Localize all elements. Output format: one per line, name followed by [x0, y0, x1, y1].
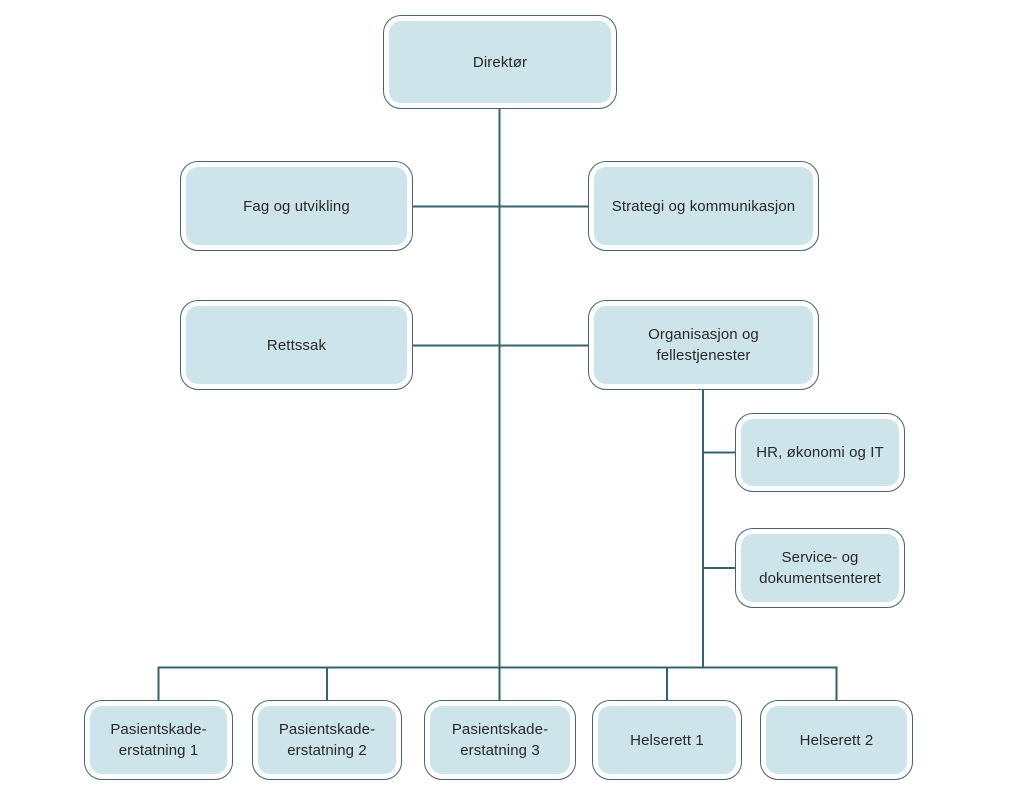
org-node-hr-okonomi-og-it: HR, økonomi og IT	[735, 413, 905, 492]
org-node-pasientskadeerstatning-1-box: Pasientskade-erstatning 1	[90, 706, 227, 774]
org-node-helserett-1: Helserett 1	[592, 700, 742, 780]
org-node-hr-okonomi-og-it-box: HR, økonomi og IT	[741, 419, 899, 486]
org-node-fag-og-utvikling: Fag og utvikling	[180, 161, 413, 251]
org-node-strategi-og-kommunikasjon-box: Strategi og kommunikasjon	[594, 167, 813, 245]
org-node-rettssak-label: Rettssak	[266, 336, 327, 354]
org-node-helserett-1-box: Helserett 1	[598, 706, 736, 774]
org-node-pasientskadeerstatning-2: Pasientskade-erstatning 2	[252, 700, 402, 780]
org-node-strategi-og-kommunikasjon-label: Strategi og kommunikasjon	[611, 197, 796, 215]
org-node-pasientskadeerstatning-2-box: Pasientskade-erstatning 2	[258, 706, 396, 774]
org-node-helserett-2-label: Helserett 2	[799, 731, 874, 749]
org-node-strategi-og-kommunikasjon: Strategi og kommunikasjon	[588, 161, 819, 251]
org-node-pasientskadeerstatning-3-label: Pasientskade-erstatning 3	[451, 721, 549, 759]
org-node-pasientskadeerstatning-1: Pasientskade-erstatning 1	[84, 700, 233, 780]
org-node-organisasjon-og-fellestjenester: Organisasjon og fellestjenester	[588, 300, 819, 390]
org-node-hr-okonomi-og-it-label: HR, økonomi og IT	[756, 444, 884, 461]
org-node-pasientskadeerstatning-3-box: Pasientskade-erstatning 3	[430, 706, 570, 774]
org-node-organisasjon-og-fellestjenester-box: Organisasjon og fellestjenester	[594, 306, 813, 384]
org-node-organisasjon-og-fellestjenester-label: Organisasjon og fellestjenester	[648, 326, 759, 364]
org-node-direktor: Direktør	[383, 15, 617, 109]
org-node-service-og-dokumentsenteret: Service- og dokumentsenteret	[735, 528, 905, 608]
org-node-pasientskadeerstatning-1-label: Pasientskade-erstatning 1	[110, 721, 207, 759]
org-node-direktor-label: Direktør	[472, 53, 528, 71]
org-node-helserett-1-label: Helserett 1	[630, 731, 704, 749]
org-node-service-og-dokumentsenteret-label: Service- og dokumentsenteret	[759, 549, 881, 587]
org-node-pasientskadeerstatning-2-label: Pasientskade-erstatning 2	[278, 721, 376, 759]
org-node-rettssak-box: Rettssak	[186, 306, 407, 384]
org-node-fag-og-utvikling-box: Fag og utvikling	[186, 167, 407, 245]
org-node-pasientskadeerstatning-3: Pasientskade-erstatning 3	[424, 700, 576, 780]
org-node-direktor-box: Direktør	[389, 21, 611, 103]
org-node-helserett-2: Helserett 2	[760, 700, 913, 780]
org-node-fag-og-utvikling-label: Fag og utvikling	[243, 197, 350, 215]
org-node-helserett-2-box: Helserett 2	[766, 706, 907, 774]
org-node-rettssak: Rettssak	[180, 300, 413, 390]
org-node-service-og-dokumentsenteret-box: Service- og dokumentsenteret	[741, 534, 899, 602]
